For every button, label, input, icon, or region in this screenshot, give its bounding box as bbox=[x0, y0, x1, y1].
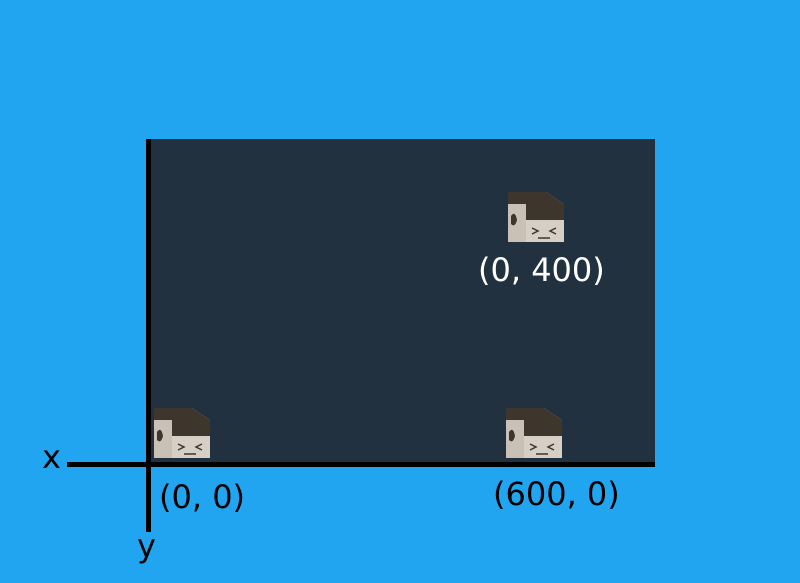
x-axis-label: x bbox=[42, 438, 61, 476]
origin-coordinate-label: (0, 0) bbox=[159, 478, 246, 516]
x-axis-line bbox=[67, 462, 655, 467]
y-axis-label: y bbox=[137, 527, 156, 565]
cat-head-icon bbox=[152, 406, 212, 460]
stage-canvas bbox=[149, 139, 655, 464]
y-axis-line bbox=[146, 139, 151, 532]
cat-head-icon bbox=[506, 190, 566, 244]
top-coordinate-label: (0, 400) bbox=[478, 251, 605, 289]
cat-head-icon bbox=[504, 406, 564, 460]
right-coordinate-label: (600, 0) bbox=[493, 475, 620, 513]
